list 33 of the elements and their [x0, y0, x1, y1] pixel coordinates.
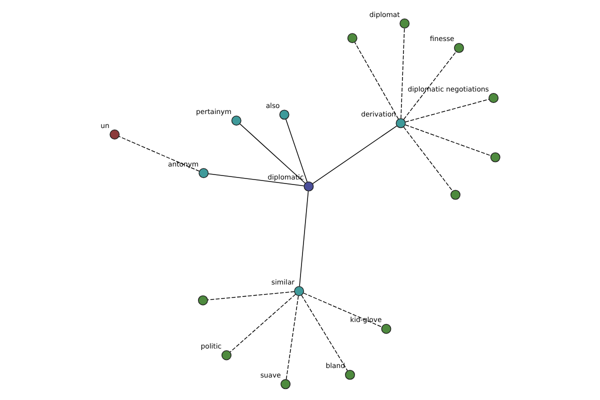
node-circle	[110, 130, 120, 140]
connector	[303, 292, 382, 328]
node-circle	[279, 110, 290, 120]
connector	[403, 51, 456, 120]
connector	[354, 42, 399, 120]
node-circle	[198, 295, 208, 306]
node-circle	[450, 190, 460, 200]
connector	[299, 190, 309, 287]
connector	[400, 28, 405, 119]
connector	[301, 294, 348, 371]
node-circle	[490, 152, 500, 162]
connector	[240, 124, 306, 184]
node-circle	[198, 168, 209, 178]
connector	[230, 294, 296, 352]
connector	[404, 98, 490, 122]
node-circle	[400, 18, 410, 28]
node-circle	[454, 42, 464, 53]
node-circle	[222, 350, 232, 360]
node-circle	[488, 93, 499, 103]
node-circle	[294, 286, 304, 296]
connector	[312, 125, 398, 184]
connector	[207, 291, 295, 300]
node-circle	[381, 324, 392, 334]
node-circle	[396, 118, 406, 128]
node-circle	[345, 370, 355, 380]
connector	[286, 296, 299, 380]
connector	[404, 124, 492, 156]
connector	[403, 126, 453, 192]
node-circle	[280, 379, 291, 390]
node-circle	[304, 181, 314, 192]
connector	[118, 136, 200, 172]
node-circle	[231, 116, 242, 126]
node-circle	[347, 33, 358, 44]
